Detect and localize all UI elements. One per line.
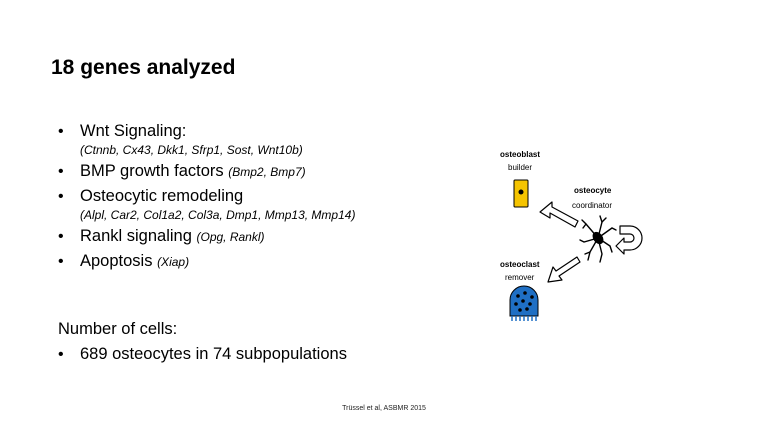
gene-list: (Ctnnb, Cx43, Dkk1, Sfrp1, Sost, Wnt10b) (80, 143, 303, 157)
bullet-label: BMP growth factors (80, 162, 224, 180)
cells-heading: Number of cells: (58, 320, 178, 338)
osteoblast-role: builder (508, 163, 533, 172)
slide-title: 18 genes analyzed (51, 56, 236, 79)
bullet-marker: • (58, 163, 64, 180)
bullet-apoptosis: • Apoptosis (Xiap) (58, 251, 458, 273)
gene-list: (Xiap) (157, 255, 190, 269)
arrow-to-osteoblast-icon (539, 201, 579, 228)
bullet-bmp: • BMP growth factors (Bmp2, Bmp7) (58, 161, 458, 183)
bullet-label: Apoptosis (80, 252, 153, 270)
bullet-remodeling: • Osteocytic remodeling (Alpl, Car2, Col… (58, 186, 458, 223)
bullet-label: Osteocytic remodeling (80, 187, 244, 205)
bullet-marker: • (58, 253, 64, 270)
bullet-marker: • (58, 346, 64, 363)
bullet-marker: • (58, 188, 64, 205)
self-signal-arrow-icon (615, 225, 643, 255)
arrow-to-osteoclast-icon (547, 256, 581, 283)
bullet-marker: • (58, 228, 64, 245)
bullet-label: Rankl signaling (80, 227, 192, 245)
gene-list: (Opg, Rankl) (196, 230, 265, 244)
gene-list: (Alpl, Car2, Col1a2, Col3a, Dmp1, Mmp13,… (80, 208, 356, 222)
gene-list: (Bmp2, Bmp7) (228, 165, 306, 179)
bullet-rankl: • Rankl signaling (Opg, Rankl) (58, 226, 458, 248)
cells-count-text: 689 osteocytes in 74 subpopulations (80, 345, 347, 363)
osteoclast-label: osteoclast (500, 260, 540, 269)
osteoblast-label: osteoblast (500, 150, 541, 159)
citation-footer: Trüssel et al, ASBMR 2015 (342, 405, 426, 412)
osteoclast-cell-icon (509, 285, 539, 321)
osteocyte-label: osteocyte (574, 186, 612, 195)
osteocyte-cell-icon (579, 215, 617, 263)
bullet-cells: • 689 osteocytes in 74 subpopulations (58, 344, 768, 365)
osteoblast-cell-icon (513, 179, 529, 208)
bone-cell-diagram: osteoblast builder osteocyte coordinator… (490, 140, 660, 340)
diagram-graphics (509, 179, 643, 321)
osteoclast-role: remover (505, 273, 535, 282)
gene-bullet-list: • Wnt Signaling: (Ctnnb, Cx43, Dkk1, Sfr… (58, 121, 458, 276)
osteocyte-role: coordinator (572, 201, 613, 210)
bullet-label: Wnt Signaling: (80, 122, 187, 140)
bullet-marker: • (58, 123, 64, 140)
bullet-wnt: • Wnt Signaling: (Ctnnb, Cx43, Dkk1, Sfr… (58, 121, 458, 158)
